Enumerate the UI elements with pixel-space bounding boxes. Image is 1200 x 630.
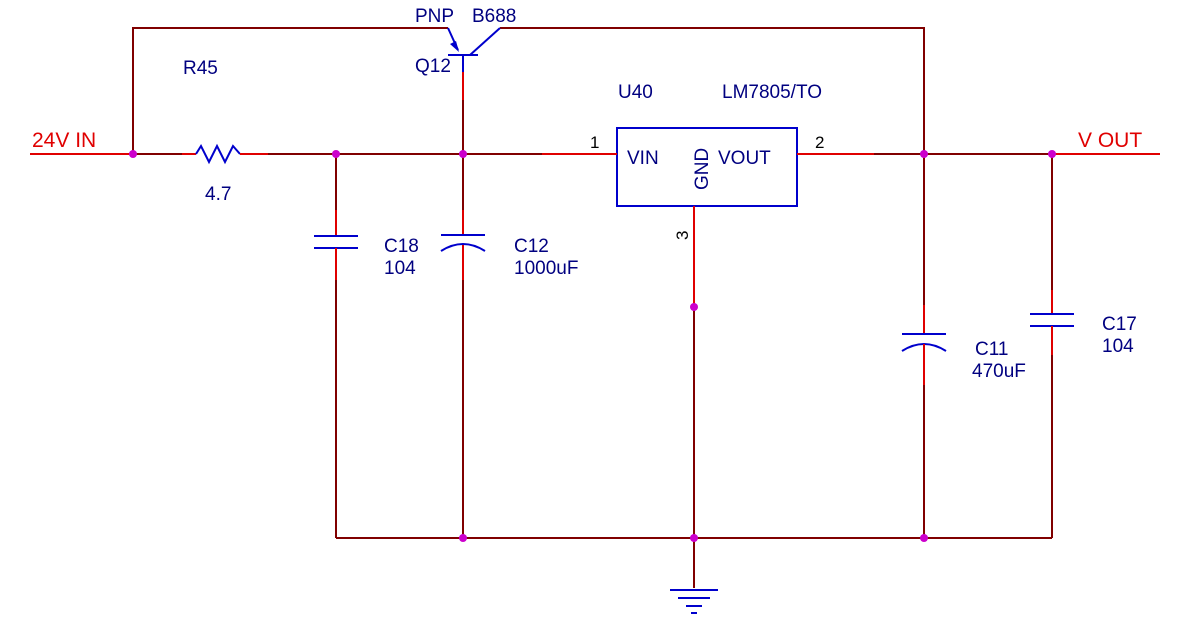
- capacitor-c12: C12 1000uF: [440, 210, 578, 280]
- capacitor-c11: C11 470uF: [901, 305, 1026, 385]
- wires: [132, 27, 1053, 588]
- junction-dot: [920, 150, 928, 158]
- junction-dot: [332, 150, 340, 158]
- u40-pin-number-1: 1: [590, 133, 599, 152]
- resistor-r45: R45 4.7: [182, 58, 268, 205]
- c12-value: 1000uF: [514, 258, 578, 279]
- junction-dot: [920, 534, 928, 542]
- q12-ref: Q12: [415, 56, 451, 77]
- c11-ref: C11: [975, 339, 1008, 360]
- c17-value: 104: [1102, 336, 1134, 357]
- resistor-icon: [195, 143, 241, 165]
- capacitor-curved-plate: [440, 243, 486, 252]
- u40-ref: U40: [618, 82, 653, 103]
- junctions: [129, 150, 1056, 542]
- transistor-arrow-icon: [450, 41, 459, 52]
- r45-ref: R45: [183, 58, 218, 79]
- transistor-collector-lead: [469, 27, 501, 56]
- capacitor-c18: C18 104: [314, 210, 419, 280]
- junction-dot: [1048, 150, 1056, 158]
- regulator-u40: U40 LM7805/TO VIN VOUT GND 1 2 3: [542, 82, 874, 307]
- wire-top-loop: [132, 27, 448, 154]
- junction-dot: [459, 534, 467, 542]
- junction-dot: [690, 303, 698, 311]
- q12-part: B688: [472, 6, 516, 27]
- transistor-q12: PNP B688 Q12: [415, 6, 516, 100]
- u40-pin-number-2: 2: [815, 133, 824, 152]
- junction-dot: [129, 150, 137, 158]
- u40-pin-gnd: GND: [692, 148, 713, 190]
- c12-ref: C12: [514, 236, 549, 257]
- u40-part: LM7805/TO: [722, 82, 822, 103]
- wire-top-right: [500, 27, 925, 154]
- r45-value: 4.7: [205, 184, 231, 205]
- net-label-output: V OUT: [1078, 129, 1142, 152]
- net-input: 24V IN: [30, 129, 133, 155]
- c17-ref: C17: [1102, 314, 1137, 335]
- u40-pin-number-3: 3: [673, 231, 692, 240]
- u40-pin-vin: VIN: [627, 148, 659, 169]
- u40-pin-vout: VOUT: [718, 148, 771, 169]
- capacitor-c17: C17 104: [1030, 290, 1137, 357]
- junction-dot: [690, 534, 698, 542]
- junction-dot: [459, 150, 467, 158]
- c18-ref: C18: [384, 236, 419, 257]
- ground-icon: [670, 589, 718, 614]
- net-output: V OUT: [1052, 129, 1160, 155]
- q12-type: PNP: [415, 6, 454, 27]
- net-label-input: 24V IN: [32, 129, 96, 152]
- regulator-body: [616, 127, 798, 207]
- c18-value: 104: [384, 258, 416, 279]
- c11-value: 470uF: [972, 361, 1026, 382]
